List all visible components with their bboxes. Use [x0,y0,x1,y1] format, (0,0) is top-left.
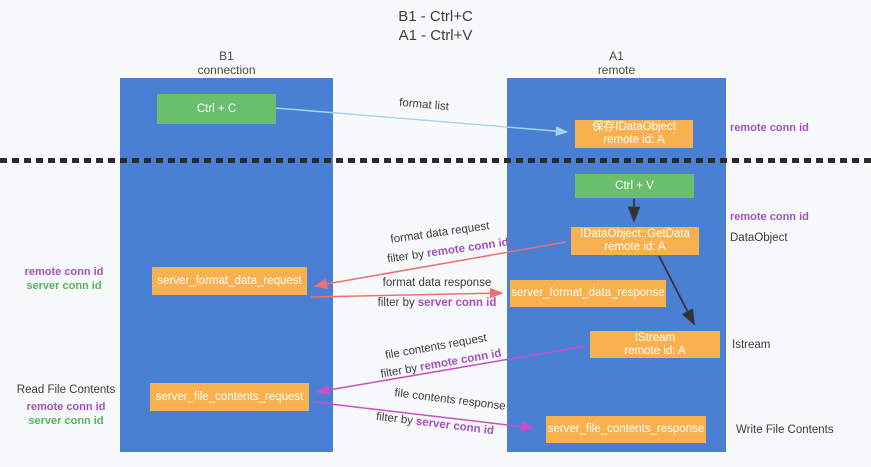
lane-b1-title: B1 [219,49,234,63]
annotation-left-server-conn-2: server conn id [28,415,104,427]
node-idataobject-getdata: IDataObject::GetData remote id: A [571,227,699,255]
title-line-1: B1 - Ctrl+C [398,8,473,25]
node-server-format-data-response: server_format_data_response [510,280,666,307]
label-format-list: format list [398,96,450,114]
node-server-file-contents-response: server_file_contents_response [546,416,706,443]
lane-header-b1: B1 connection [120,49,333,77]
node-save-idataobject-line2: remote id: A [603,134,665,146]
node-istream-line1: IStream [634,331,676,344]
annotation-left-server-conn-1: server conn id [26,280,102,292]
lane-b1-subtitle: connection [197,63,256,77]
annotation-left-remote-conn-1: remote conn id [24,266,104,278]
node-getdata-line2: remote id: A [604,241,666,253]
annotation-dataobject: DataObject [730,232,788,244]
node-ctrl-c: Ctrl + C [157,94,276,124]
node-ctrl-v: Ctrl + V [575,174,694,198]
node-server-format-data-request: server_format_data_request [152,267,307,295]
node-server-format-data-request-label: server_format_data_request [157,274,302,287]
title-line-2: A1 - Ctrl+V [398,27,473,44]
node-server-file-contents-response-label: server_file_contents_response [547,423,705,435]
label-file-contents-response: file contents response [393,387,507,413]
phase-divider-dashed-line [0,158,871,163]
diagram-title: B1 - Ctrl+C A1 - Ctrl+V [0,7,871,45]
label-filter-by-3: filter by [379,362,419,381]
node-ctrl-v-label: Ctrl + V [615,179,654,192]
label-filter-by-4: filter by [375,410,414,428]
label-format-data-response: format data response [382,277,492,289]
node-server-format-data-response-label: server_format_data_response [511,287,665,299]
label-filter-by-2: filter by [377,297,415,309]
node-ctrl-c-label: Ctrl + C [196,102,237,115]
annotation-write-file-contents: Write File Contents [736,424,834,436]
label-filter-by-1: filter by [386,248,425,266]
annotation-left-conn-ids-1: remote conn id server conn id [16,265,112,293]
label-server-conn-id-1: server conn id [417,297,497,309]
label-server-conn-id-2: server conn id [415,415,495,438]
lane-a1-title: A1 [609,49,624,63]
node-getdata-line1: IDataObject::GetData [580,228,690,240]
annotation-left-remote-conn-2: remote conn id [26,401,106,413]
node-save-idataobject-line1: 保存IDataObject [592,121,676,133]
lane-header-a1: A1 remote [507,49,726,77]
annotation-read-file-contents: Read File Contents [16,384,116,396]
annotation-remote-conn-id-mid: remote conn id [730,211,809,223]
annotation-remote-conn-id-top: remote conn id [730,122,809,134]
node-istream-line2: remote id: A [624,344,686,357]
node-server-file-contents-request-label: server_file_contents_request [155,390,304,403]
annotation-istream: Istream [732,339,771,351]
annotation-left-file-group: Read File Contents remote conn id server… [14,383,118,428]
node-server-file-contents-request: server_file_contents_request [150,383,309,411]
node-save-idataobject: 保存IDataObject remote id: A [575,120,693,148]
node-istream: IStream remote id: A [590,331,720,358]
label-remote-conn-id-1: remote conn id [426,236,510,260]
lane-a1-subtitle: remote [597,63,636,77]
